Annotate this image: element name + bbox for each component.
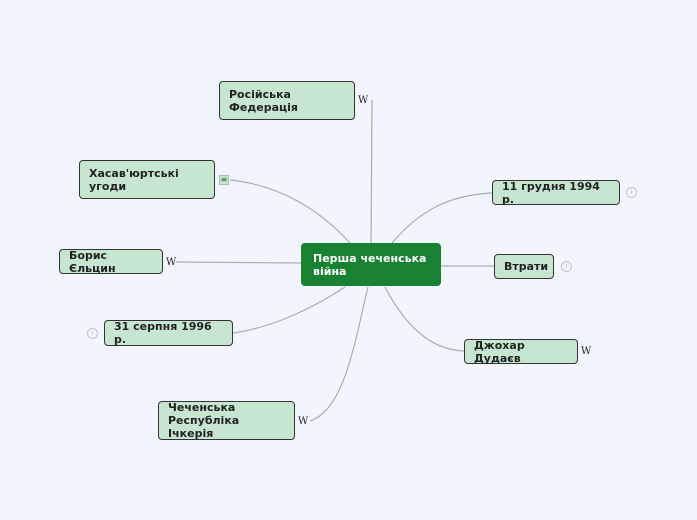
info-icon[interactable]: i bbox=[561, 261, 572, 272]
link-ichkeria bbox=[309, 286, 369, 422]
info-icon[interactable]: i bbox=[87, 328, 98, 339]
topic-label: Джохар Дудаєв bbox=[474, 338, 525, 365]
topic-december-11-1994[interactable]: 11 грудня 1994 р. bbox=[492, 179, 620, 206]
central-topic[interactable]: Перша чеченська війна bbox=[301, 243, 441, 286]
info-icon[interactable]: i bbox=[626, 187, 637, 198]
wikipedia-icon[interactable]: W bbox=[581, 346, 592, 357]
topic-boris-yeltsin[interactable]: Борис Єльцин bbox=[59, 248, 163, 275]
wikipedia-icon[interactable]: W bbox=[166, 257, 177, 268]
central-topic-label: Перша чеченська війна bbox=[313, 251, 427, 278]
topic-label: 31 серпня 1996 р. bbox=[114, 320, 212, 346]
topic-khasavyurt-accords[interactable]: Хасав'юртські угоди bbox=[79, 160, 215, 199]
notes-icon[interactable]: ≡ bbox=[219, 175, 229, 185]
topic-august-31-1996[interactable]: 31 серпня 1996 р. bbox=[104, 320, 233, 346]
link-khasavyurt bbox=[229, 179, 351, 244]
topic-label: Російська Федерація bbox=[229, 87, 298, 114]
topic-label: Чеченська Республіка Ічкерія bbox=[168, 401, 240, 440]
link-aug31 bbox=[232, 286, 346, 334]
topic-chechen-republic-ichkeria[interactable]: Чеченська Республіка Ічкерія bbox=[158, 401, 295, 440]
topic-russian-federation[interactable]: Російська Федерація bbox=[219, 81, 355, 120]
topic-label: Хасав'юртські угоди bbox=[89, 166, 179, 193]
link-dudayev bbox=[384, 286, 465, 352]
topic-losses[interactable]: Втрати bbox=[494, 254, 554, 279]
topic-label: Втрати bbox=[504, 260, 549, 273]
wikipedia-icon[interactable]: W bbox=[298, 416, 309, 427]
topic-dzhokhar-dudayev[interactable]: Джохар Дудаєв bbox=[464, 338, 578, 365]
topic-label: 11 грудня 1994 р. bbox=[502, 179, 600, 206]
link-dec11 bbox=[391, 192, 493, 244]
link-yeltsin bbox=[175, 261, 302, 264]
wikipedia-icon[interactable]: W bbox=[358, 95, 369, 106]
topic-label: Борис Єльцин bbox=[69, 248, 116, 275]
link-russia bbox=[370, 99, 373, 244]
